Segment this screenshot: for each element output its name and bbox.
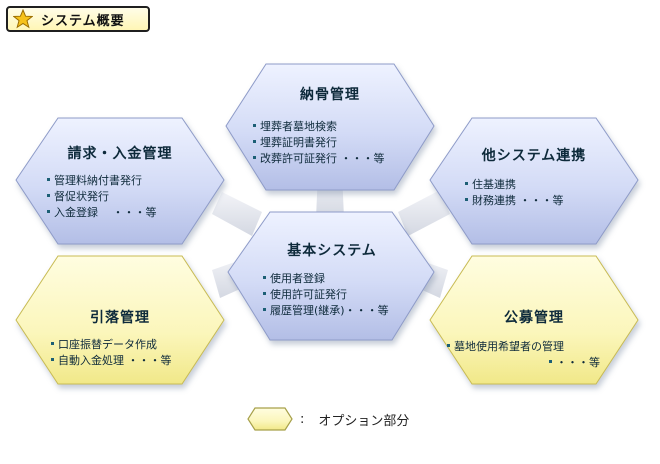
option-swatch-icon [247, 407, 293, 431]
bullet-icon [253, 156, 256, 159]
module-title: 請求・入金管理 [68, 145, 173, 162]
bullet-icon [47, 210, 50, 213]
module-item: 自動入金処理 ・・・等 [58, 353, 172, 367]
title-badge: システム概要 [6, 6, 150, 32]
module-item: 使用許可証発行 [270, 287, 347, 301]
page-title: システム概要 [41, 13, 125, 29]
bullet-icon [51, 342, 54, 345]
hex-nokotsu: 納骨管理 埋葬者墓地検索 埋葬証明書発行 改葬許可証発行 ・・・等 [225, 63, 435, 191]
module-item: 住基連携 [472, 177, 516, 191]
connector-seikyu [212, 192, 262, 236]
bullet-icon [465, 182, 468, 185]
module-item: ・・・等 [556, 355, 600, 369]
hex-kihon: 基本システム 使用者登録 使用許可証発行 履歴管理(継承)・・・等 [227, 211, 435, 341]
module-title: 他システム連携 [481, 147, 587, 164]
legend: : オプション部分 [246, 404, 409, 434]
bullet-icon [263, 292, 266, 295]
bullet-icon [549, 360, 552, 363]
bullet-icon [47, 178, 50, 181]
module-item: 督促状発行 [54, 189, 109, 203]
bullet-icon [47, 194, 50, 197]
connector-tasystem [398, 190, 450, 236]
bullet-icon [51, 358, 54, 361]
module-item: 管理料納付書発行 [54, 173, 142, 187]
bullet-icon [263, 276, 266, 279]
bullet-icon [465, 198, 468, 201]
hex-hikiotoshi: 引落管理 口座振替データ作成 自動入金処理 ・・・等 [15, 255, 225, 385]
bullet-icon [263, 308, 266, 311]
star-icon [13, 9, 33, 29]
hex-seikyu: 請求・入金管理 管理料納付書発行 督促状発行 入金登録 ・・・等 [15, 117, 225, 245]
module-title: 引落管理 [90, 309, 150, 326]
module-item: 墓地使用希望者の管理 [454, 339, 564, 353]
module-item: 口座振替データ作成 [58, 337, 157, 351]
legend-label: オプション部分 [318, 413, 410, 429]
module-title: 公募管理 [504, 309, 564, 326]
module-title: 基本システム [287, 242, 377, 259]
bullet-icon [253, 140, 256, 143]
module-item: 入金登録 ・・・等 [54, 205, 157, 219]
bullet-icon [253, 124, 256, 127]
legend-separator: : [300, 411, 305, 427]
hex-tasystem: 他システム連携 住基連携 財務連携 ・・・等 [429, 117, 639, 245]
module-item: 埋葬証明書発行 [260, 135, 337, 149]
module-item: 履歴管理(継承)・・・等 [270, 303, 389, 317]
module-item: 埋葬者墓地検索 [260, 119, 337, 133]
module-item: 財務連携 ・・・等 [472, 193, 564, 207]
hex-kobo: 公募管理 墓地使用希望者の管理 ・・・等 [429, 255, 639, 385]
bullet-icon [447, 344, 450, 347]
module-item: 改葬許可証発行 ・・・等 [260, 151, 385, 165]
module-title: 納骨管理 [300, 86, 360, 103]
module-item: 使用者登録 [270, 271, 325, 285]
